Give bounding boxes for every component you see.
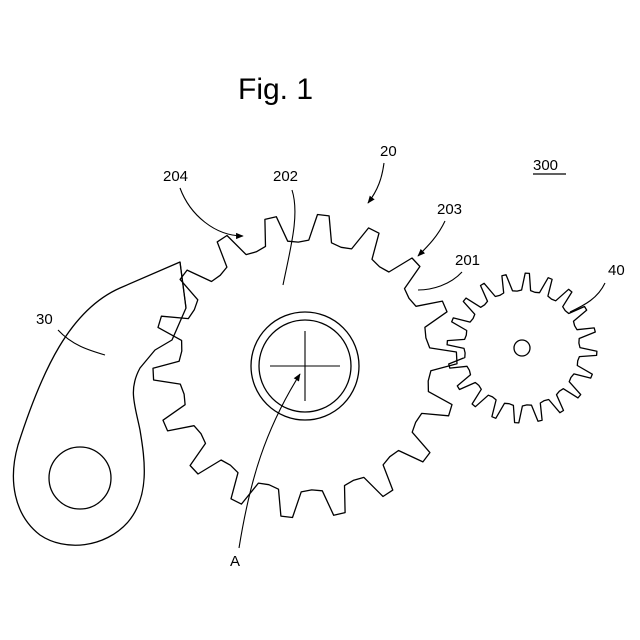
lever-30 — [13, 262, 186, 545]
ref-gear-tooth-profile: 203 — [437, 201, 462, 218]
pinion-outline — [447, 273, 597, 423]
ref-lever: 30 — [36, 311, 53, 328]
leader-axis — [239, 374, 300, 548]
lever-pivot-hole — [49, 447, 111, 509]
pinion-40 — [447, 273, 597, 423]
ref-gear-body: 202 — [273, 168, 298, 185]
ref-gear-tooth-recess: 204 — [163, 168, 188, 185]
leader-gear-tooth-tip — [418, 272, 462, 290]
figure-title: Fig. 1 — [238, 73, 313, 106]
pinion-center-hole — [514, 340, 530, 356]
ref-gear-tooth-tip: 201 — [455, 252, 480, 269]
lever-outline — [13, 262, 186, 545]
ref-assembly: 300 — [533, 157, 558, 174]
leader-gear-tooth-recess — [180, 188, 243, 236]
ref-gear-wheel: 20 — [380, 143, 397, 160]
leader-gear-body — [283, 190, 295, 285]
ref-axis: A — [230, 553, 240, 570]
leader-lever — [58, 330, 105, 355]
ref-pinion: 40 — [608, 262, 625, 279]
gear-wheel-20 — [153, 215, 457, 518]
leader-pinion — [570, 283, 605, 312]
leader-gear-tooth-profile — [418, 221, 445, 256]
leader-gear-wheel — [368, 163, 384, 203]
